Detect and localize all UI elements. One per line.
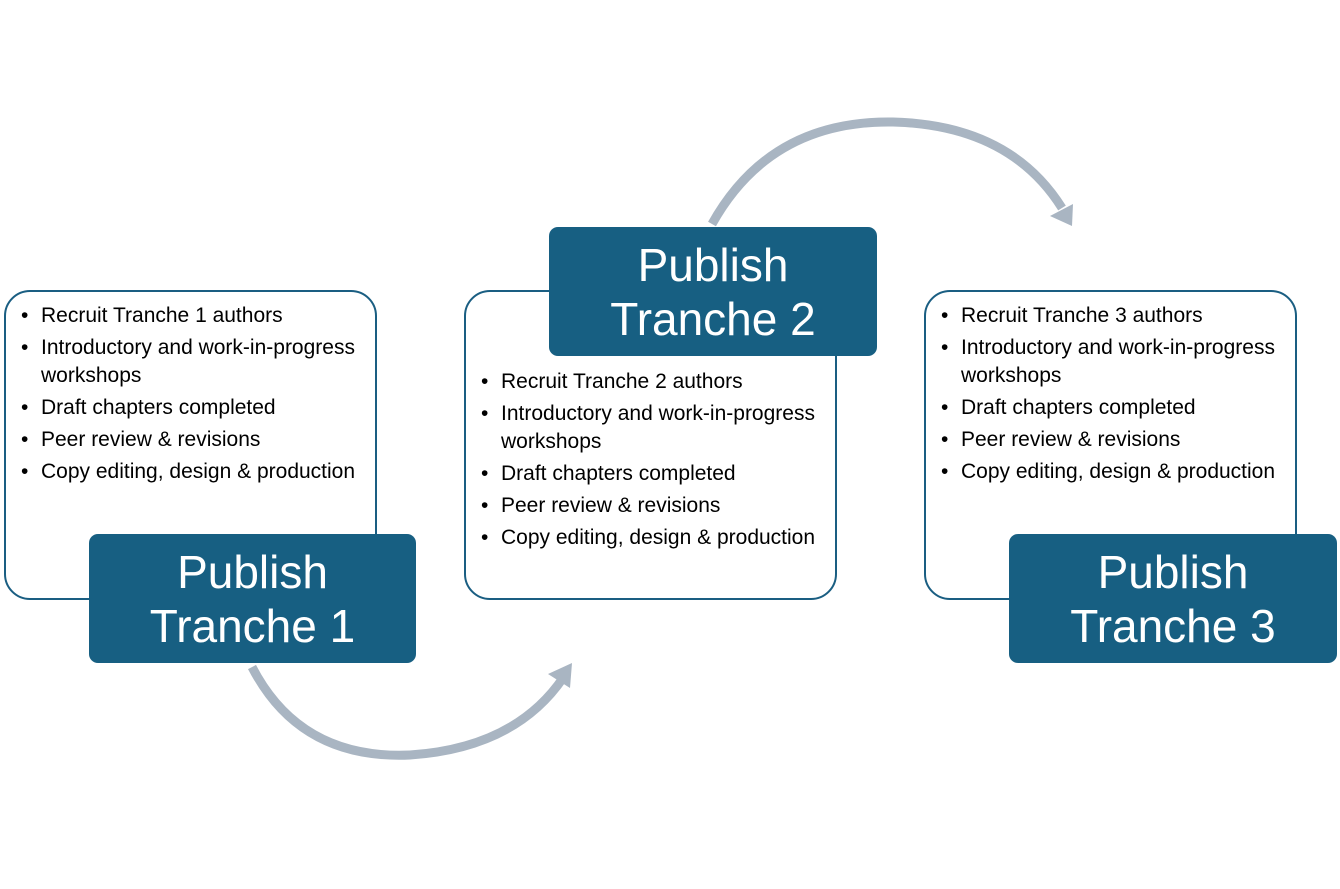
list-item: Recruit Tranche 2 authors <box>472 368 822 396</box>
stage-2-title-line-1: Publish <box>637 238 789 291</box>
stage-1-title-line-1: Publish <box>177 545 328 598</box>
stage-3-title-line-1: Publish <box>1097 545 1249 598</box>
stage-2-task-list: Recruit Tranche 2 authors Introductory a… <box>472 368 822 556</box>
stage-1-card: Recruit Tranche 1 authors Introductory a… <box>4 290 377 600</box>
list-item: Introductory and work-in-progress worksh… <box>12 334 362 390</box>
stage-2-title-line-2: Tranche 2 <box>610 292 816 345</box>
list-item: Copy editing, design & production <box>932 458 1282 486</box>
list-item: Peer review & revisions <box>12 426 362 454</box>
stage-3-title-line-2: Tranche 3 <box>1070 599 1276 652</box>
list-item: Draft chapters completed <box>472 460 822 488</box>
list-item: Introductory and work-in-progress worksh… <box>932 334 1282 390</box>
list-item: Copy editing, design & production <box>472 524 822 552</box>
stage-1-task-list: Recruit Tranche 1 authors Introductory a… <box>12 302 362 490</box>
list-item: Copy editing, design & production <box>12 458 362 486</box>
stage-1-title: Publish Tranche 1 <box>89 534 416 663</box>
list-item: Recruit Tranche 3 authors <box>932 302 1282 330</box>
arrow-tranche-2-to-3 <box>708 117 1073 227</box>
stage-3-title: Publish Tranche 3 <box>1009 534 1337 663</box>
list-item: Introductory and work-in-progress worksh… <box>472 400 822 456</box>
list-item: Recruit Tranche 1 authors <box>12 302 362 330</box>
stage-1-title-line-2: Tranche 1 <box>149 599 356 652</box>
list-item: Draft chapters completed <box>12 394 362 422</box>
arrow-tranche-1-to-2 <box>248 663 572 760</box>
list-item: Peer review & revisions <box>932 426 1282 454</box>
stage-2-title: Publish Tranche 2 <box>549 227 877 356</box>
list-item: Draft chapters completed <box>932 394 1282 422</box>
stage-3-task-list: Recruit Tranche 3 authors Introductory a… <box>932 302 1282 490</box>
list-item: Peer review & revisions <box>472 492 822 520</box>
